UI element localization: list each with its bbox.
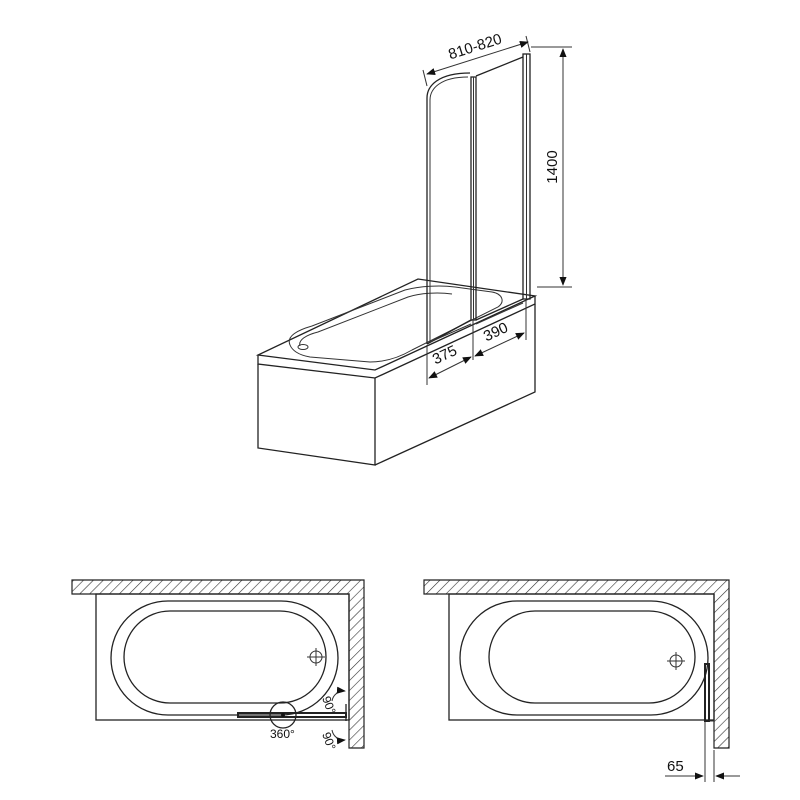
- dim-label-profile: 65: [667, 758, 684, 775]
- isometric-view: 810-820 1400 375 390: [255, 31, 572, 466]
- plan-view-left: 360° 90° 90°: [71, 579, 365, 752]
- bathtub-3d: [255, 278, 538, 466]
- bath-screen-3d: [426, 53, 531, 345]
- dimension-screen-height: 1400: [531, 46, 572, 288]
- wall-right-plan: [423, 579, 730, 749]
- angle-label-rotation: 360°: [270, 727, 295, 741]
- drain-icon: [667, 652, 685, 670]
- angle-label-swing-out: 90°: [319, 730, 338, 752]
- angle-label-swing-in: 90°: [319, 694, 338, 716]
- wall-left-plan: [71, 579, 365, 749]
- drain-icon: [307, 648, 325, 666]
- dim-label-height: 1400: [544, 150, 561, 183]
- dim-label-fixed-panel: 375: [430, 342, 460, 368]
- plan-view-right: 65: [423, 579, 740, 782]
